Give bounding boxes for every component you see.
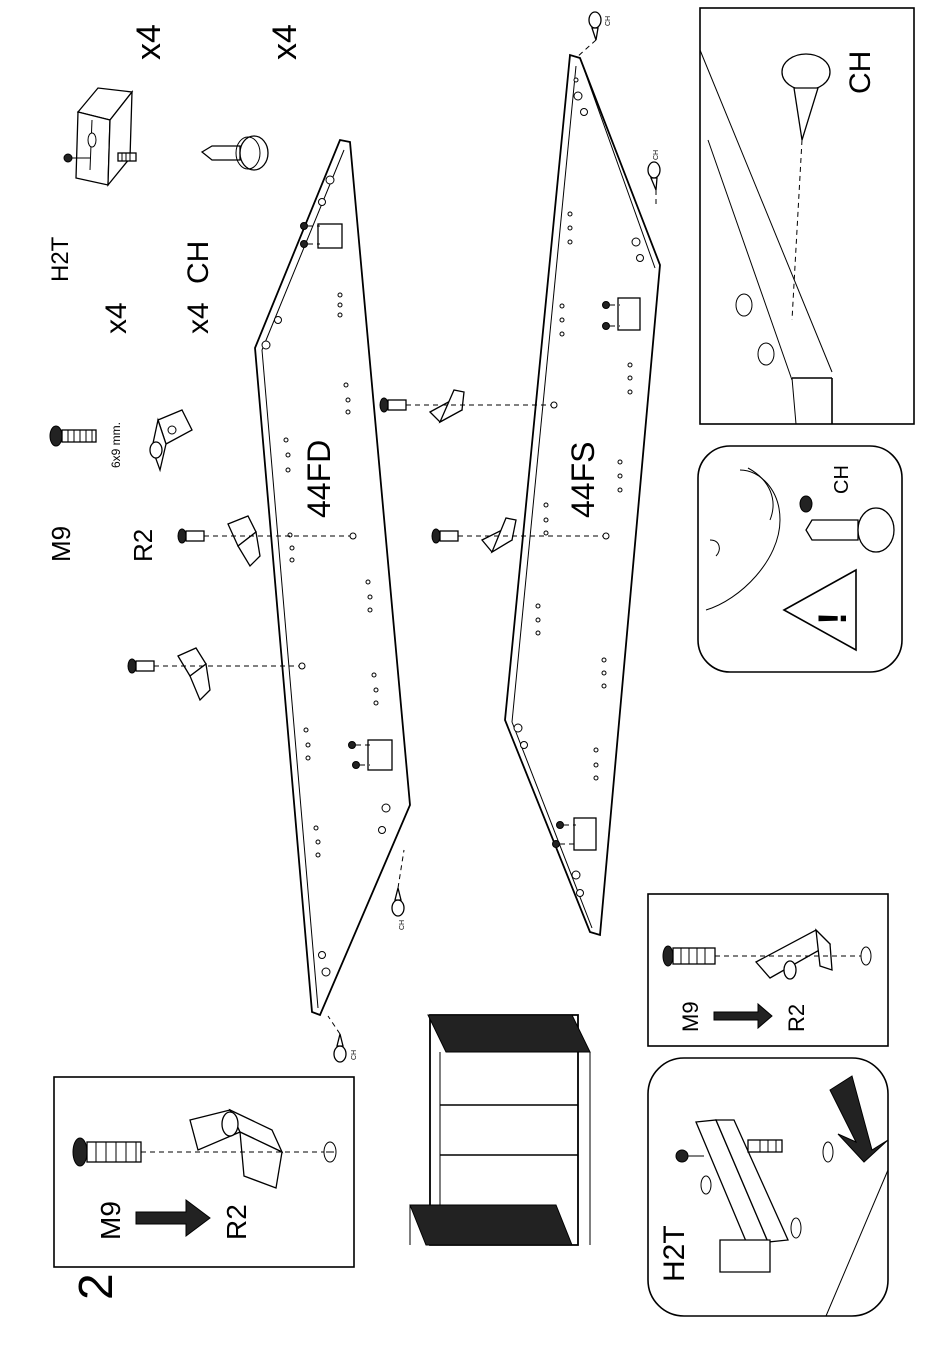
- m9-code: M9: [46, 526, 76, 562]
- svg-text:CH: CH: [399, 920, 406, 930]
- panel-44fd-label: 44FD: [301, 440, 337, 518]
- m9-screw-icon: [50, 426, 96, 446]
- ch-pin-2: CH: [648, 150, 660, 206]
- detail-m9-r2-small: M9 R2: [648, 894, 888, 1046]
- detail-small-m9-label: M9: [678, 1001, 703, 1032]
- warning-exclamation: !: [811, 612, 855, 625]
- detail-ch-label: CH: [844, 51, 877, 94]
- ch-code: CH: [182, 241, 215, 284]
- ch-pin-icon: [202, 136, 268, 170]
- h2t-qty: x4: [130, 24, 168, 60]
- svg-text:CH: CH: [653, 150, 660, 160]
- detail-h2t: H2T: [648, 1058, 888, 1316]
- ch-qty-right: x4: [266, 24, 304, 60]
- svg-text:CH: CH: [605, 16, 612, 26]
- detail-m9-r2: M9 R2: [54, 1077, 354, 1267]
- r2-code: R2: [128, 529, 158, 562]
- connector-fd-upper: [128, 648, 305, 700]
- step-number: 2: [70, 1273, 123, 1300]
- ch-pin-1: CH: [576, 12, 612, 58]
- svg-text:CH: CH: [351, 1050, 358, 1060]
- parts-list: x4 H2T x4 x4 CH x4 6x9 mm. M9: [46, 24, 304, 562]
- warning-box: CH !: [698, 446, 902, 672]
- detail-m9-label: M9: [95, 1201, 126, 1240]
- detail-r2-label: R2: [221, 1204, 252, 1240]
- r2-bracket-icon: [150, 410, 192, 470]
- warning-ch-label: CH: [831, 465, 853, 494]
- detail-small-r2-label: R2: [784, 1004, 809, 1032]
- cabinet-preview: [410, 1015, 590, 1245]
- warning-triangle-icon: [784, 570, 856, 650]
- m9-qty: x4: [100, 302, 133, 334]
- h2t-bracket-icon: [64, 88, 136, 185]
- h2t-code: H2T: [47, 236, 74, 282]
- ch-pin-3: CH: [392, 850, 406, 930]
- detail-ch-pin: CH: [700, 8, 914, 424]
- panel-44fs: 44FS: [505, 55, 660, 935]
- m9-size: 6x9 mm.: [109, 422, 123, 468]
- connector-fs-upper: [380, 390, 557, 422]
- detail-h2t-label: H2T: [658, 1225, 691, 1282]
- panel-44fs-label: 44FS: [565, 442, 601, 518]
- panel-44fd: 44FD: [255, 140, 410, 1015]
- ch-qty-left: x4: [182, 302, 215, 334]
- ch-pin-4: CH: [328, 1016, 358, 1062]
